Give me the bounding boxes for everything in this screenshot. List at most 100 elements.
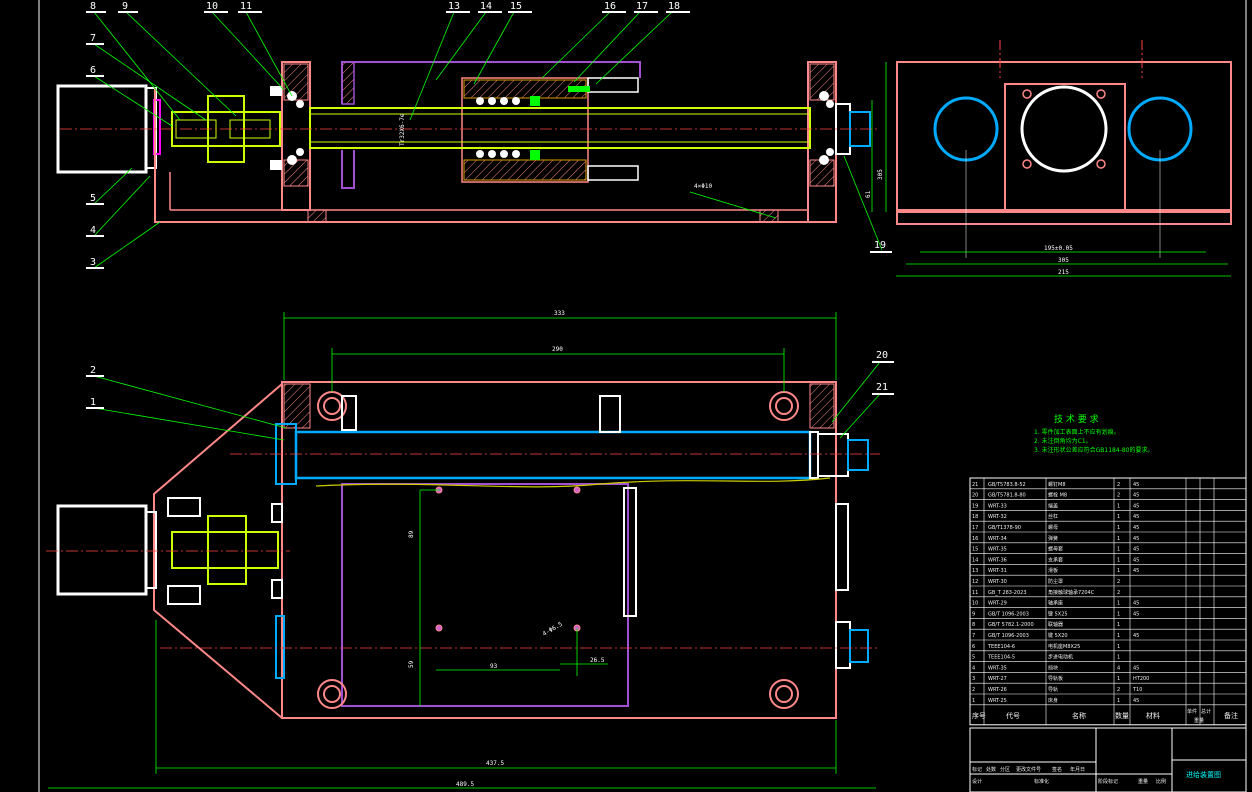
dim-side-b: 305 bbox=[1058, 257, 1069, 264]
svg-text:18: 18 bbox=[668, 1, 680, 12]
dim-side-h2: 61 bbox=[865, 190, 872, 198]
dim-top-total: 333 bbox=[554, 310, 565, 317]
bom-cell-mat: 45 bbox=[1133, 611, 1139, 617]
svg-text:15: 15 bbox=[510, 1, 522, 12]
dim-26-5: 26.5 bbox=[590, 657, 605, 664]
bom-header-mat: 材料 bbox=[1146, 711, 1160, 720]
bom-cell-code: WRT-26 bbox=[988, 687, 1007, 693]
bom-cell-no: 7 bbox=[972, 633, 975, 639]
bom-cell-mat: 45 bbox=[1133, 536, 1139, 542]
bom-cell-qty: 1 bbox=[1117, 525, 1120, 531]
bom-cell-no: 20 bbox=[972, 493, 978, 499]
bom-cell-code: WRT-32 bbox=[988, 514, 1007, 520]
bom-cell-no: 11 bbox=[972, 590, 978, 596]
svg-text:16: 16 bbox=[604, 1, 616, 12]
dim-hole-note: 4-Φ6.5 bbox=[542, 621, 565, 638]
svg-text:14: 14 bbox=[480, 1, 492, 12]
bom-cell-mat: 45 bbox=[1133, 557, 1139, 563]
bom-header-no: 序号 bbox=[972, 711, 986, 720]
bom-cell-code: TEEE104-6 bbox=[987, 644, 1015, 650]
svg-text:标记: 标记 bbox=[972, 766, 982, 773]
svg-text:比例: 比例 bbox=[1156, 778, 1166, 785]
tech-line-1: 1. 零件加工表面上不应有划痕。 bbox=[1034, 428, 1120, 436]
bom-cell-no: 15 bbox=[972, 547, 978, 553]
bom-cell-name: 滑板 bbox=[1048, 567, 1058, 574]
bom-cell-name: 电机座M8X25 bbox=[1048, 643, 1080, 650]
svg-text:分区: 分区 bbox=[1000, 766, 1010, 773]
svg-text:更改文件号: 更改文件号 bbox=[1016, 766, 1041, 773]
front-section-view bbox=[56, 61, 880, 223]
bom-cell-code: GB/T5781.8-80 bbox=[988, 493, 1026, 499]
svg-text:6: 6 bbox=[90, 65, 96, 76]
bom-cell-code: WRT-30 bbox=[988, 579, 1007, 585]
bom-cell-name: 挡块 bbox=[1048, 664, 1058, 671]
svg-text:重量: 重量 bbox=[1138, 778, 1148, 785]
svg-text:7: 7 bbox=[90, 33, 96, 44]
dimension-texts: 333 290 437.5 489.5 195±0.05 305 215 4×Φ… bbox=[399, 113, 1073, 788]
tech-line-3: 3. 未注形状公差应符合GB1184-80的要求。 bbox=[1034, 446, 1153, 454]
dim-top-inner: 290 bbox=[552, 346, 563, 353]
bom-cell-name: 螺母 bbox=[1048, 524, 1058, 531]
bom-cell-name: 弹簧 bbox=[1048, 535, 1058, 542]
bom-cell-no: 1 bbox=[972, 698, 975, 704]
bom-cell-name: 螺钉M8 bbox=[1048, 481, 1066, 488]
bom-cell-mat: 45 bbox=[1133, 547, 1139, 553]
bom-cell-qty: 1 bbox=[1117, 611, 1120, 617]
plan-view bbox=[46, 381, 880, 719]
tech-title: 技 术 要 求 bbox=[1054, 413, 1099, 425]
bom-cell-code: GB_T 283-2023 bbox=[988, 590, 1027, 596]
bom-header-qty: 数量 bbox=[1115, 711, 1129, 720]
bom-cell-no: 8 bbox=[972, 622, 975, 628]
bom-cell-mat: 45 bbox=[1133, 514, 1139, 520]
technical-requirements: 技 术 要 求 1. 零件加工表面上不应有划痕。 2. 未注倒角均为C1。 3.… bbox=[1034, 413, 1153, 454]
bom-cell-no: 14 bbox=[972, 557, 978, 563]
bom-cell-code: GB/T 1096-2003 bbox=[988, 633, 1029, 639]
bom-cell-qty: 1 bbox=[1117, 601, 1120, 607]
dim-shaft-label: Tr32X6-7e bbox=[399, 113, 406, 146]
svg-text:签名: 签名 bbox=[1052, 766, 1062, 773]
bom-cell-qty: 1 bbox=[1117, 676, 1120, 682]
svg-text:2: 2 bbox=[90, 365, 96, 376]
bom-cell-qty: 2 bbox=[1117, 493, 1120, 499]
bom-cell-qty: 2 bbox=[1117, 590, 1120, 596]
bom-cell-qty: 1 bbox=[1117, 536, 1120, 542]
svg-text:9: 9 bbox=[122, 1, 128, 12]
bom-cell-no: 2 bbox=[972, 687, 975, 693]
bom-cell-no: 21 bbox=[972, 482, 978, 488]
bom-cell-code: GB/T 5782.1-2000 bbox=[988, 622, 1034, 628]
svg-text:21: 21 bbox=[876, 382, 888, 393]
bom-cell-mat: T10 bbox=[1132, 687, 1142, 693]
svg-text:8: 8 bbox=[90, 1, 96, 12]
balloon-15: 15 bbox=[508, 1, 532, 13]
balloon-2: 2 bbox=[86, 365, 104, 377]
bom-header-note: 备注 bbox=[1224, 711, 1238, 720]
bom-cell-no: 4 bbox=[972, 665, 975, 671]
bom-cell-name: 键 5X20 bbox=[1048, 632, 1068, 639]
bom-cell-mat: 45 bbox=[1133, 482, 1139, 488]
bom-cell-code: GB/T 1096-2003 bbox=[988, 611, 1029, 617]
balloon-21: 21 bbox=[872, 382, 894, 395]
svg-text:1: 1 bbox=[90, 397, 96, 408]
bom-cell-qty: 2 bbox=[1117, 687, 1120, 693]
dimension-lines bbox=[48, 62, 1231, 789]
bom-cell-code: WRT-33 bbox=[988, 503, 1007, 509]
bom-cell-code: GB/T1378-90 bbox=[988, 525, 1021, 531]
balloon-1: 1 bbox=[86, 397, 104, 409]
balloon-7: 7 bbox=[86, 33, 104, 45]
bom-cell-name: 端盖 bbox=[1048, 502, 1058, 509]
bom-cell-name: 联轴器 bbox=[1048, 621, 1063, 628]
bom-cell-mat: 45 bbox=[1133, 633, 1139, 639]
dim-89: 89 bbox=[408, 530, 415, 538]
bom-cell-qty: 4 bbox=[1117, 665, 1120, 671]
svg-text:20: 20 bbox=[876, 350, 888, 361]
svg-text:17: 17 bbox=[636, 1, 648, 12]
bom-cell-name: 支承套 bbox=[1048, 556, 1063, 563]
balloon-14: 14 bbox=[478, 1, 502, 13]
dim-side-h1: 305 bbox=[877, 169, 884, 180]
bom-cell-qty: 1 bbox=[1117, 514, 1120, 520]
svg-text:5: 5 bbox=[90, 193, 96, 204]
bom-header-name: 名称 bbox=[1072, 711, 1086, 720]
balloon-9: 9 bbox=[118, 1, 138, 13]
